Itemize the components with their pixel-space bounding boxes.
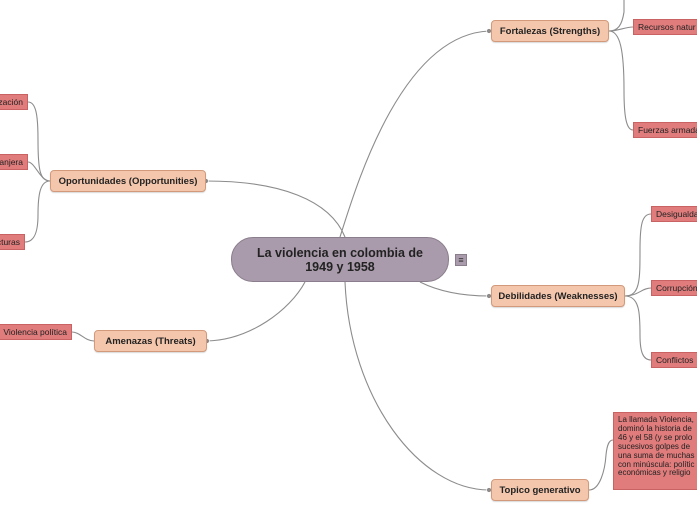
- topic-opportunities[interactable]: Oportunidades (Opportunities): [50, 170, 206, 192]
- topic-weaknesses[interactable]: Debilidades (Weaknesses): [491, 285, 625, 307]
- note-line: con minúscula: polític: [618, 459, 695, 469]
- note-line: 46 y el 58 (y se prolo: [618, 432, 693, 442]
- subtopic-weaknesses-2[interactable]: Corrupción: [651, 280, 697, 296]
- subtopic-threats-1[interactable]: Violencia política: [0, 324, 72, 340]
- note-line: dominó la historia de: [618, 423, 692, 433]
- link-strengths-sub: [608, 0, 625, 32]
- subtopic-strengths-2[interactable]: Fuerzas armada: [633, 122, 697, 138]
- central-topic-line-1: La violencia en colombia de: [256, 245, 424, 260]
- topic-generative[interactable]: Topico generativo: [491, 479, 589, 501]
- topic-menu-icon[interactable]: ≡: [455, 254, 467, 266]
- subtopic-opportunities-2[interactable]: ranjera: [0, 154, 28, 170]
- link-weaknesses: [419, 281, 490, 297]
- link-strengths: [339, 30, 490, 238]
- subtopic-opportunities-1[interactable]: ización: [0, 94, 28, 110]
- topic-threats[interactable]: Amenazas (Threats): [94, 330, 207, 352]
- central-topic[interactable]: La violencia en colombia de 1949 y 1958: [231, 237, 449, 282]
- generative-note[interactable]: La llamada Violencia, dominó la historia…: [613, 412, 697, 490]
- note-line: sucesivos golpes de: [618, 441, 691, 451]
- subtopic-weaknesses-1[interactable]: Desigualda: [651, 206, 697, 222]
- topic-strengths[interactable]: Fortalezas (Strengths): [491, 20, 609, 42]
- note-line: La llamada Violencia,: [618, 415, 694, 424]
- subtopic-opportunities-3[interactable]: ructuras: [0, 234, 25, 250]
- note-line: económicas y religio: [618, 468, 691, 478]
- link-opportunities: [205, 180, 346, 238]
- link-threats: [206, 281, 306, 342]
- note-line: una suma de muchas: [618, 450, 695, 460]
- link-generative: [344, 281, 490, 491]
- subtopic-strengths-1[interactable]: Recursos natur: [633, 19, 697, 35]
- central-topic-line-2: 1949 y 1958: [305, 259, 375, 274]
- subtopic-weaknesses-3[interactable]: Conflictos: [651, 352, 697, 368]
